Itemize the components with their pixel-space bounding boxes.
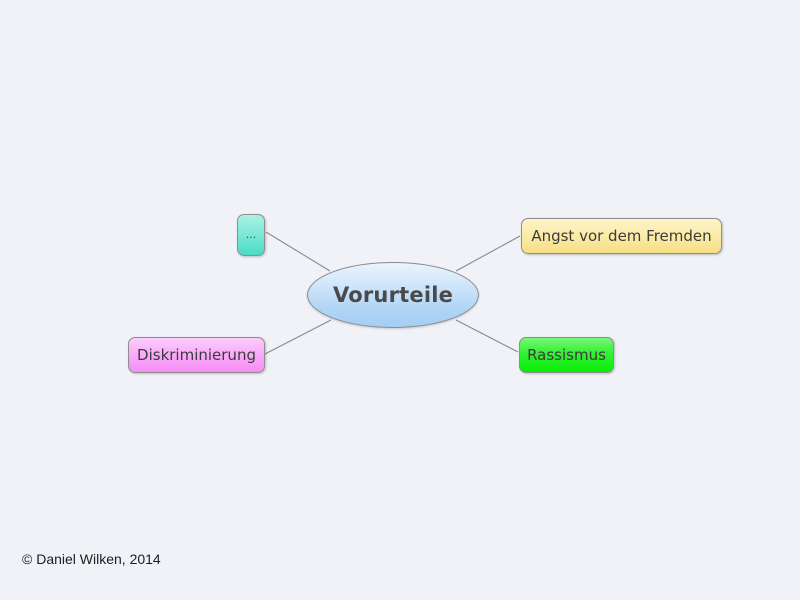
branch-node-label: ...: [245, 228, 257, 241]
branch-node-label: Rassismus: [527, 346, 606, 364]
branch-node-more[interactable]: ...: [237, 214, 265, 256]
branch-node-label: Angst vor dem Fremden: [531, 227, 712, 245]
connector-central-to-rassismus: [455, 319, 519, 353]
branch-node-rassismus[interactable]: Rassismus: [519, 337, 614, 373]
branch-node-angst-vor-dem-fremden[interactable]: Angst vor dem Fremden: [521, 218, 722, 254]
branch-node-diskriminierung[interactable]: Diskriminierung: [128, 337, 265, 373]
central-node-vorurteile[interactable]: Vorurteile: [307, 262, 479, 328]
central-node-label: Vorurteile: [332, 283, 454, 307]
connector-central-to-more: [265, 231, 331, 272]
connector-central-to-diskriminierung: [264, 319, 332, 355]
branch-node-label: Diskriminierung: [137, 346, 256, 364]
connector-central-to-angst: [455, 235, 521, 272]
copyright-notice: © Daniel Wilken, 2014: [22, 551, 161, 567]
